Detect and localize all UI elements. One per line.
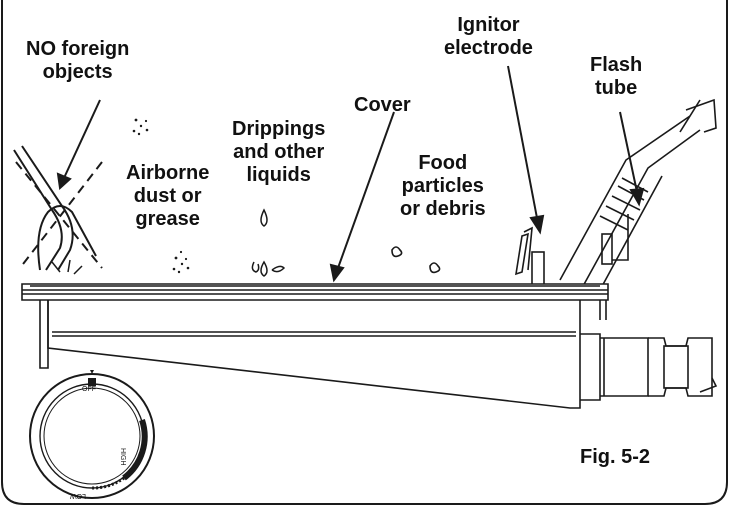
figure-number: Fig. 5-2 <box>580 446 651 468</box>
label-food-particles: Food particles or debris <box>400 152 486 220</box>
control-knob <box>29 370 155 499</box>
liquid-drops <box>251 208 286 277</box>
knob-high-label: HIGH <box>119 448 126 466</box>
food-particles <box>391 246 441 274</box>
burner-cover <box>21 283 609 301</box>
knob-low-label: LOW <box>70 492 86 499</box>
knob-off-label: OFF <box>82 386 96 393</box>
dust-specks <box>132 118 190 274</box>
flash-tube-drawing <box>559 98 717 291</box>
burner-body <box>39 300 718 409</box>
label-drippings: Drippings and other liquids <box>232 118 326 186</box>
label-no-foreign-objects: NO foreign objects <box>26 38 130 83</box>
utensil-crossed-out <box>13 145 103 275</box>
label-flash-tube: Flash tube <box>590 54 643 99</box>
label-cover: Cover <box>354 94 411 116</box>
ignitor-electrode-drawing <box>515 226 545 287</box>
label-airborne: Airborne dust or grease <box>126 162 210 230</box>
label-ignitor-electrode: Ignitor electrode <box>444 14 533 59</box>
